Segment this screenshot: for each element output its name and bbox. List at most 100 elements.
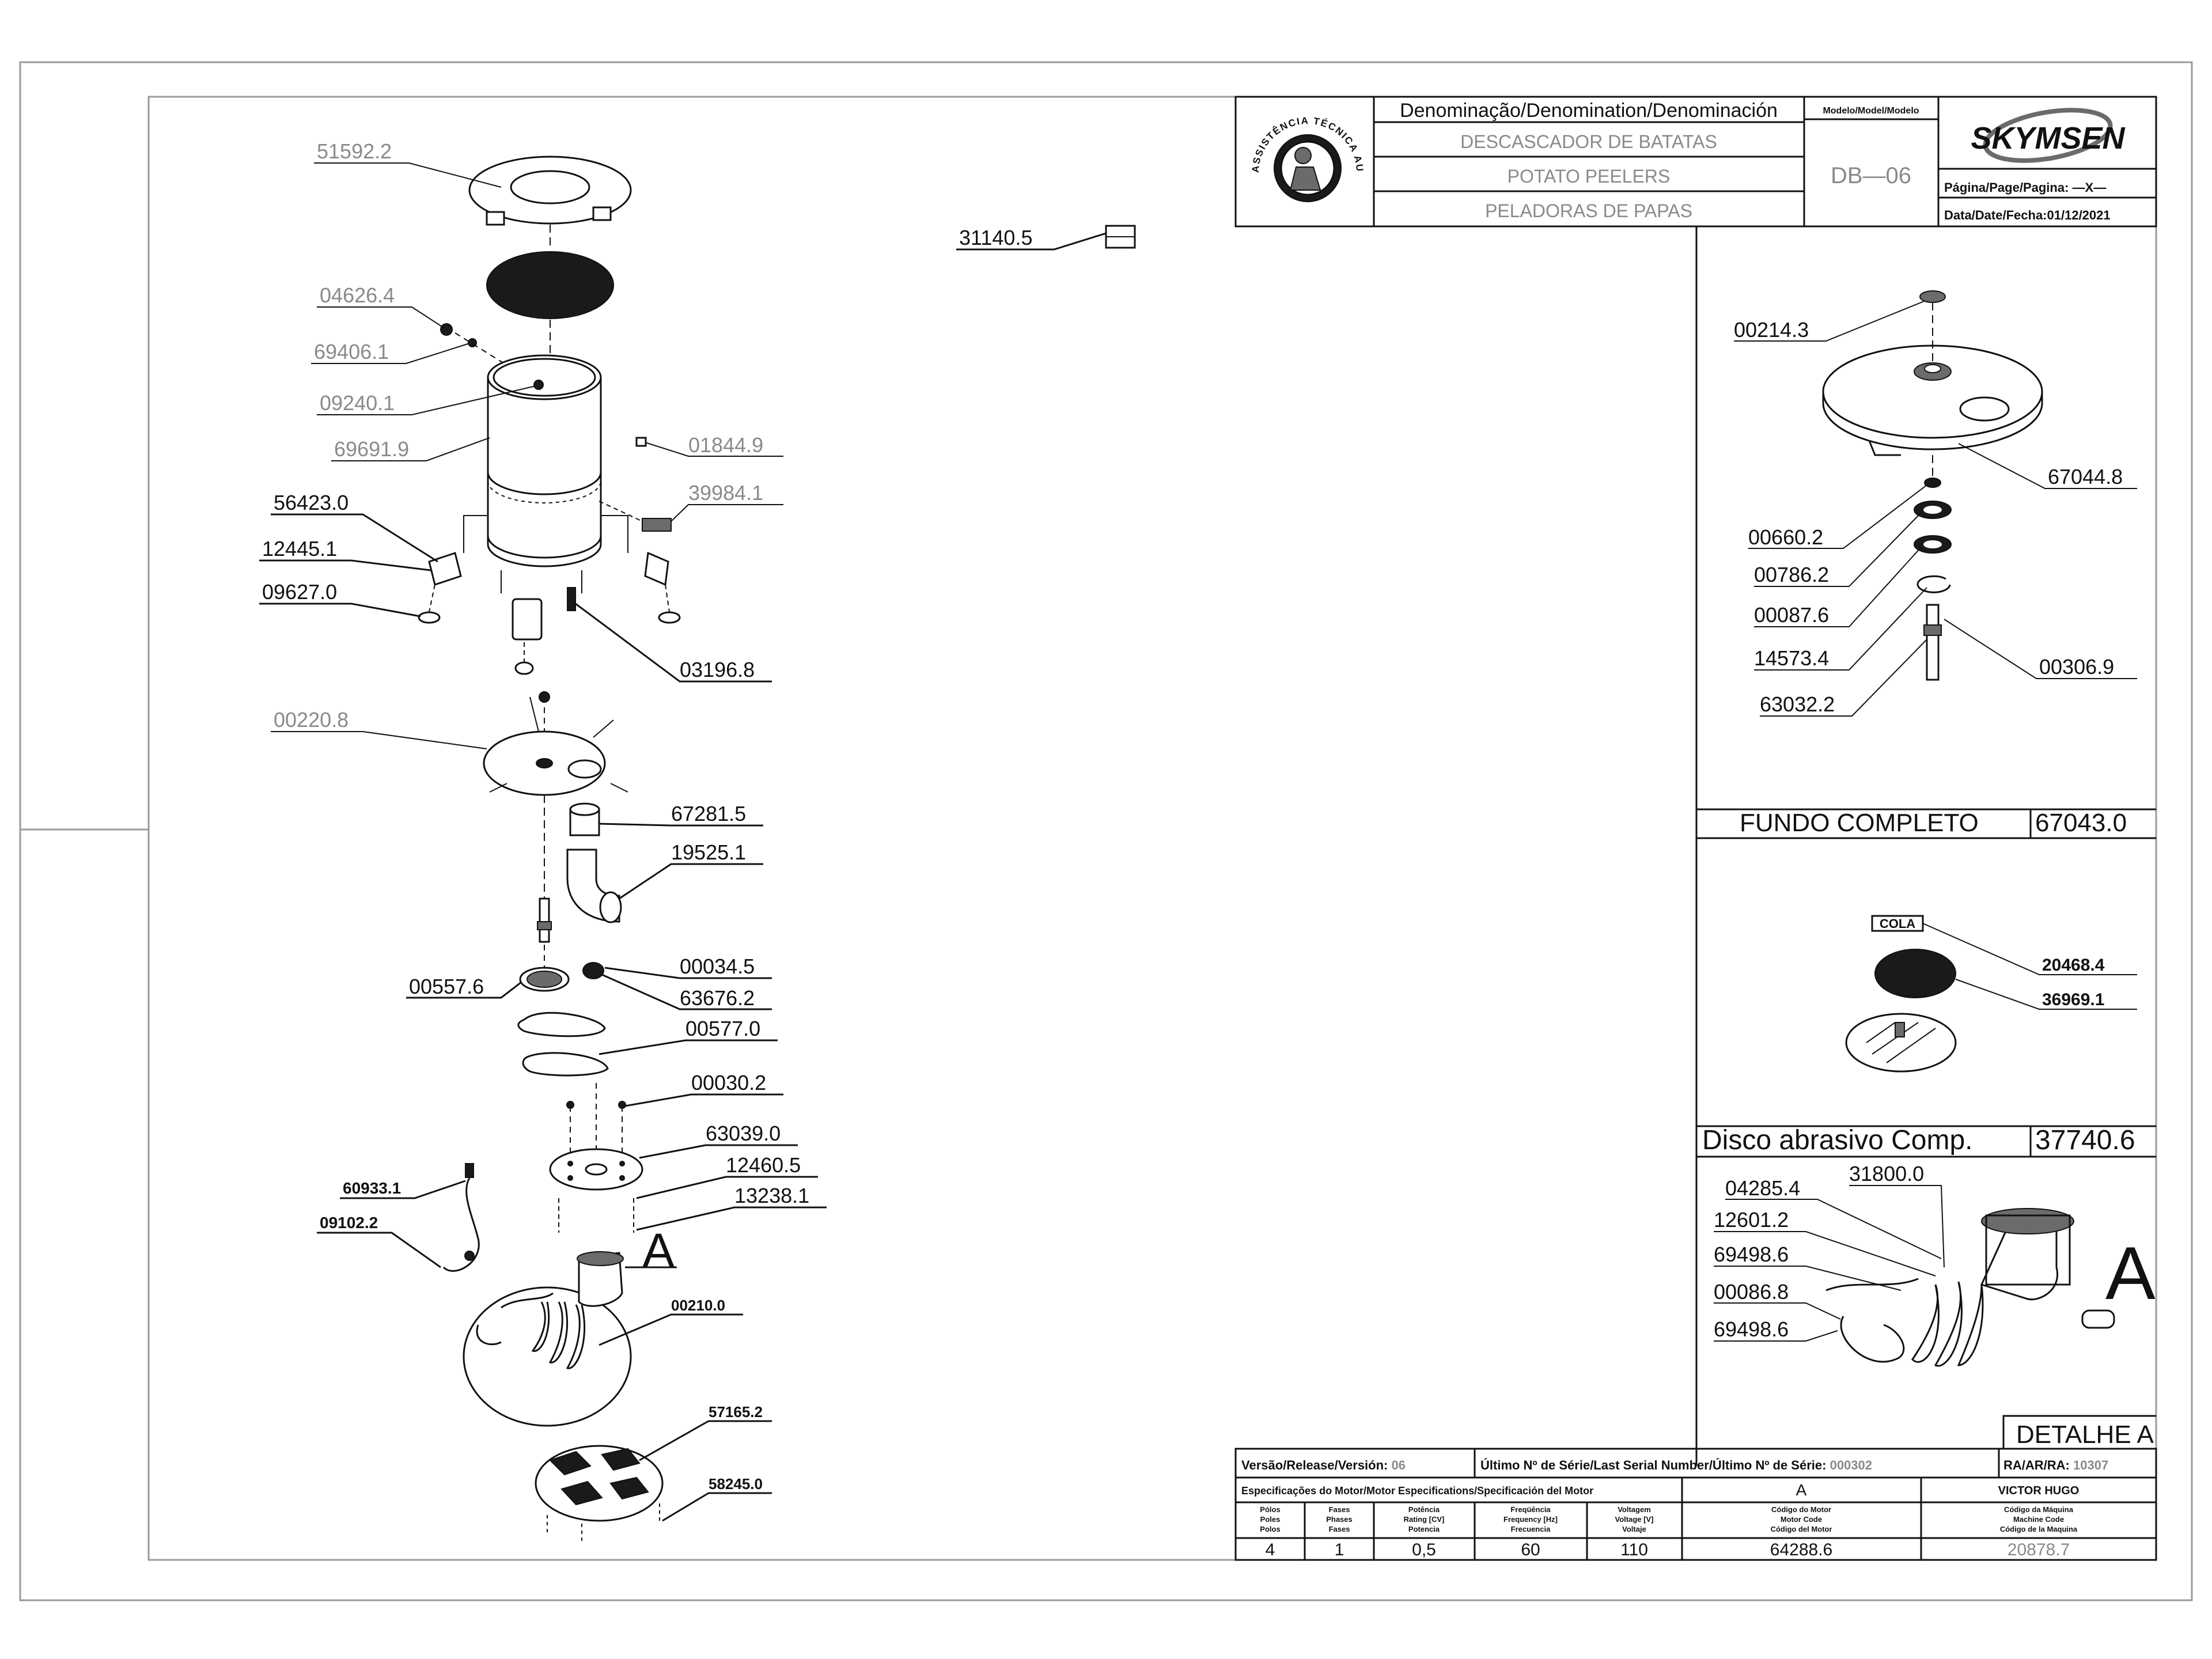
- svg-text:Versão/Release/Versión: 06: Versão/Release/Versión: 06: [1241, 1458, 1406, 1472]
- svg-text:Frecuencia: Frecuencia: [1511, 1525, 1551, 1533]
- motor-rating: 0,5: [1412, 1540, 1436, 1559]
- callout-00557-6: 00557.6: [409, 975, 484, 998]
- motor-code: 64288.6: [1770, 1540, 1832, 1559]
- callout-00086-8: 00086.8: [1714, 1280, 1789, 1304]
- fundo-completo-code: 67043.0: [2035, 809, 2127, 837]
- model-value: DB—06: [1831, 163, 1911, 188]
- svg-text:Voltagem: Voltagem: [1618, 1505, 1651, 1514]
- skymsen-logo: SKYMSEN: [1971, 108, 2126, 163]
- callout-00087-6: 00087.6: [1754, 603, 1829, 627]
- svg-text:Fases: Fases: [1329, 1525, 1350, 1533]
- svg-text:Potência: Potência: [1408, 1505, 1440, 1514]
- cola-label: COLA: [1880, 916, 1915, 931]
- callout-00214-3: 00214.3: [1734, 318, 1809, 342]
- callout-67044-8: 67044.8: [2048, 465, 2123, 488]
- version-label: Versão/Release/Versión:: [1241, 1458, 1388, 1472]
- callout-20468-4: 20468.4: [2042, 956, 2105, 975]
- callout-31140-5: 31140.5: [959, 226, 1032, 249]
- callout-00220-8: 00220.8: [274, 708, 349, 732]
- denomination-header: Denominação/Denomination/Denominación: [1400, 100, 1778, 122]
- callout-09627-0: 09627.0: [262, 580, 337, 604]
- svg-text:Código de la Maquina: Código de la Maquina: [2000, 1525, 2078, 1533]
- motor-spec-value: A: [1796, 1481, 1807, 1499]
- motor-voltage: 110: [1620, 1540, 1648, 1559]
- motor-values: 4 1 0,5 60 110 64288.6 20878.7: [1266, 1540, 2070, 1559]
- svg-text:Freqüência: Freqüência: [1510, 1505, 1551, 1514]
- callout-63032-2: 63032.2: [1760, 692, 1835, 716]
- callout-63039-0: 63039.0: [706, 1122, 781, 1145]
- svg-text:Último Nº de Série/Last Serial: Último Nº de Série/Last Serial Number/Úl…: [1480, 1458, 1872, 1472]
- svg-text:Código do Motor: Código do Motor: [1771, 1505, 1831, 1514]
- svg-text:Pólos: Pólos: [1260, 1505, 1280, 1514]
- serial-value: 000302: [1830, 1458, 1872, 1472]
- fundo-callouts: 00214.3 67044.8 00660.2 00786.2 00087.6 …: [1734, 301, 2137, 717]
- callout-63676-2: 63676.2: [680, 986, 755, 1010]
- svg-text:Machine Code: Machine Code: [2013, 1515, 2064, 1524]
- model-header: Modelo/Model/Modelo: [1823, 106, 1919, 116]
- callout-09240-1: 09240.1: [320, 391, 395, 415]
- technical-assistance-seal: ASSISTÊNCIA TÉCNICA AUTORIZADA: [0, 0, 1365, 202]
- date-value: 01/12/2021: [2047, 208, 2111, 222]
- date-label: Data/Date/Fecha:: [1944, 208, 2047, 222]
- svg-text:Motor Code: Motor Code: [1781, 1515, 1822, 1524]
- callout-12445-1: 12445.1: [262, 537, 337, 560]
- callout-01844-9: 01844.9: [688, 433, 763, 457]
- callout-69691-9: 69691.9: [334, 437, 409, 461]
- fundo-completo-parts: [1822, 290, 2043, 681]
- detalhe-a-parts: A: [1825, 1208, 2156, 1367]
- main-callouts: 51592.2 04626.4 69406.1 09240.1 69691.9 …: [259, 139, 1107, 1522]
- version-value: 06: [1392, 1458, 1406, 1472]
- callout-19525-1: 19525.1: [671, 840, 746, 864]
- svg-text:Polos: Polos: [1260, 1525, 1280, 1533]
- seal-text: ASSISTÊNCIA TÉCNICA AUTORIZADA: [0, 0, 1364, 173]
- disco-callouts: 20468.4 36969.1: [1922, 923, 2137, 1010]
- callout-13238-1: 13238.1: [734, 1184, 809, 1207]
- callout-00577-0: 00577.0: [685, 1017, 760, 1040]
- callout-00030-2: 00030.2: [691, 1071, 766, 1094]
- disco-abrasivo-parts: COLA: [1845, 915, 1957, 1073]
- main-exploded-parts: [418, 156, 1136, 1541]
- motor-spec-table: Versão/Release/Versión: 06 Último Nº de …: [1234, 1448, 2157, 1561]
- svg-text:ASSISTÊNCIA TÉCNICA AUTORIZADA: ASSISTÊNCIA TÉCNICA AUTORIZADA: [0, 0, 1365, 173]
- detalhe-callouts: 04285.4 31800.0 12601.2 69498.6 00086.8 …: [1714, 1162, 1945, 1342]
- callout-12460-5: 12460.5: [726, 1153, 801, 1177]
- detail-a-letter: A: [2105, 1231, 2156, 1315]
- callout-56423-0: 56423.0: [274, 491, 349, 514]
- svg-text:Código da Máquina: Código da Máquina: [2004, 1505, 2074, 1514]
- svg-text:Voltage [V]: Voltage [V]: [1615, 1515, 1654, 1524]
- motor-spec-label: Especificações do Motor/Motor Especifica…: [1241, 1485, 1593, 1497]
- svg-text:Código del Motor: Código del Motor: [1771, 1525, 1832, 1533]
- svg-text:Voltaje: Voltaje: [1622, 1525, 1646, 1533]
- page-value: —X—: [2073, 180, 2107, 195]
- callout-04626-4: 04626.4: [320, 283, 395, 307]
- svg-text:Frequency [Hz]: Frequency [Hz]: [1503, 1515, 1558, 1524]
- detail-a-marker: A: [642, 1224, 675, 1278]
- callout-58245-0: 58245.0: [709, 1475, 763, 1493]
- callout-39984-1: 39984.1: [688, 481, 763, 505]
- product-name-es: PELADORAS DE PAPAS: [1485, 200, 1692, 221]
- sheet-outer-border: [19, 61, 2193, 1601]
- callout-51592-2: 51592.2: [317, 139, 392, 163]
- ra-value: 10307: [2073, 1458, 2108, 1472]
- callout-31800-0: 31800.0: [1849, 1162, 1924, 1185]
- motor-poles: 4: [1266, 1540, 1275, 1559]
- svg-text:Poles: Poles: [1260, 1515, 1281, 1524]
- sheet-inner-border: [147, 96, 2157, 1561]
- svg-text:Data/Date/Fecha:01/12/2021: Data/Date/Fecha:01/12/2021: [1944, 208, 2111, 222]
- svg-text:Potencia: Potencia: [1408, 1525, 1440, 1533]
- fundo-completo-title: FUNDO COMPLETO: [1740, 809, 1979, 837]
- ra-label: RA/AR/RA:: [2003, 1458, 2070, 1472]
- callout-69406-1: 69406.1: [314, 340, 389, 363]
- callout-69498-6-b: 69498.6: [1714, 1317, 1789, 1341]
- motor-headers: Pólos Poles Polos Fases Phases Fases Pot…: [1260, 1505, 2078, 1533]
- svg-text:Página/Page/Pagina: —X—: Página/Page/Pagina: —X—: [1944, 180, 2106, 195]
- page-label: Página/Page/Pagina:: [1944, 180, 2069, 195]
- callout-00660-2: 00660.2: [1748, 525, 1823, 549]
- callout-04285-4: 04285.4: [1725, 1176, 1800, 1200]
- detalhe-a-title: DETALHE A: [2016, 1421, 2154, 1449]
- callout-03196-8: 03196.8: [680, 658, 755, 681]
- machine-code: 20878.7: [2008, 1540, 2070, 1559]
- product-name-en: POTATO PEELERS: [1508, 166, 1671, 187]
- disco-abrasivo-title: Disco abrasivo Comp.: [1702, 1125, 1973, 1156]
